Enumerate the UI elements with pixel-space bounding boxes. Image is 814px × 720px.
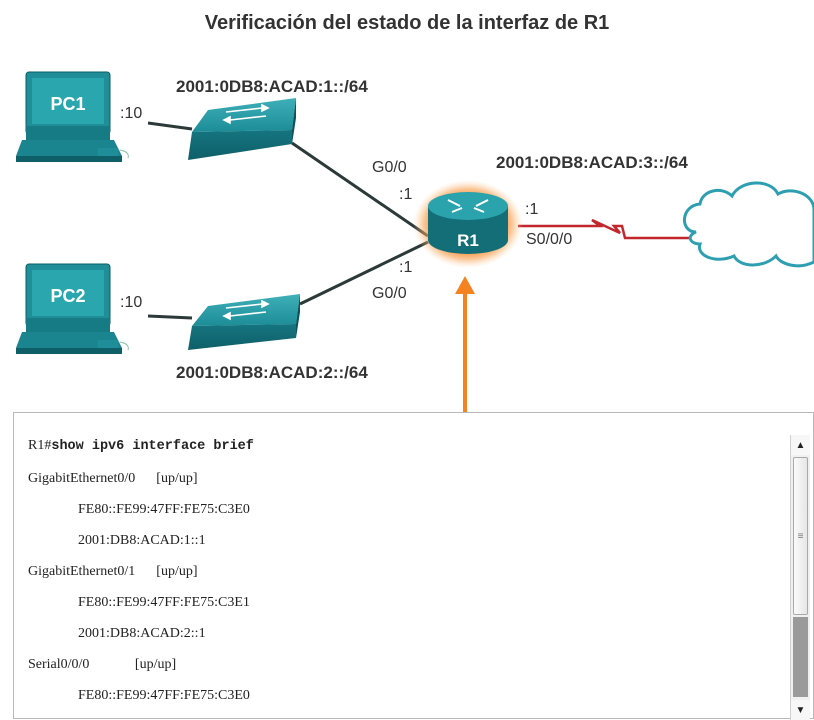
lan2-router-host-id: :1 <box>399 259 412 276</box>
scroll-down-arrow-icon[interactable]: ▼ <box>791 700 810 720</box>
wan-interface: S0/0/0 <box>526 231 572 248</box>
link-switch2-router <box>299 240 429 306</box>
terminal-prompt: R1# <box>28 438 52 453</box>
switch1-icon <box>188 98 296 160</box>
pc1-label: PC1 <box>50 94 85 114</box>
pc2-host-id: :10 <box>120 294 142 311</box>
terminal-scrollbar[interactable]: ▲ ≡ ▼ <box>790 435 810 720</box>
lan1-prefix: 2001:0DB8:ACAD:1::/64 <box>176 77 368 96</box>
terminal-line: 2001:DB8:ACAD:2::1 <box>78 626 206 641</box>
terminal-line: FE80::FE99:47FF:FE75:C3E0 <box>78 688 250 703</box>
lan2-interface: G0/0 <box>372 285 407 302</box>
terminal-lines: R1#show ipv6 interface brief GigabitEthe… <box>28 436 785 717</box>
terminal-command: show ipv6 interface brief <box>51 439 254 454</box>
page-title: Verificación del estado de la interfaz d… <box>204 12 610 34</box>
scroll-up-arrow-icon[interactable]: ▲ <box>791 435 810 455</box>
terminal-line: FE80::FE99:47FF:FE75:C3E0 <box>78 502 250 517</box>
network-diagram: PC1 :10 PC2 :10 <box>16 71 814 412</box>
terminal-line: GigabitEthernet0/0 [up/up] <box>28 471 198 486</box>
lan1-router-host-id: :1 <box>399 186 412 203</box>
terminal-output: R1#show ipv6 interface brief GigabitEthe… <box>13 412 814 720</box>
link-pc1-switch1 <box>147 121 193 131</box>
terminal-line: GigabitEthernet0/1 [up/up] <box>28 564 198 579</box>
pc2-label: PC2 <box>50 286 85 306</box>
pc1-icon: PC1 <box>16 71 129 162</box>
router-label: R1 <box>457 231 479 250</box>
terminal-line: 2001:DB8:ACAD:1::1 <box>78 533 206 548</box>
lan1-interface: G0/0 <box>372 159 407 176</box>
cloud-icon <box>683 181 814 268</box>
scrollbar-thumb[interactable]: ≡ <box>793 457 808 615</box>
wan-router-host-id: :1 <box>525 201 538 218</box>
link-pc2-switch2 <box>147 314 193 320</box>
lan2-prefix: 2001:0DB8:ACAD:2::/64 <box>176 363 368 382</box>
pc1-host-id: :10 <box>120 105 142 122</box>
pc2-icon: PC2 <box>16 263 129 354</box>
terminal-line: Serial0/0/0 [up/up] <box>28 657 177 672</box>
terminal-command-line: R1#show ipv6 interface brief <box>28 436 785 469</box>
switch2-icon <box>188 294 300 350</box>
terminal-line: FE80::FE99:47FF:FE75:C3E1 <box>78 595 250 610</box>
router-icon: R1 <box>413 180 523 268</box>
arrow-up-icon <box>455 276 475 412</box>
serial-link-icon <box>518 218 690 240</box>
ethernet-links <box>147 121 429 320</box>
scrollbar-track <box>793 617 808 697</box>
wan-prefix: 2001:0DB8:ACAD:3::/64 <box>496 153 688 172</box>
link-switch1-router <box>291 141 429 238</box>
